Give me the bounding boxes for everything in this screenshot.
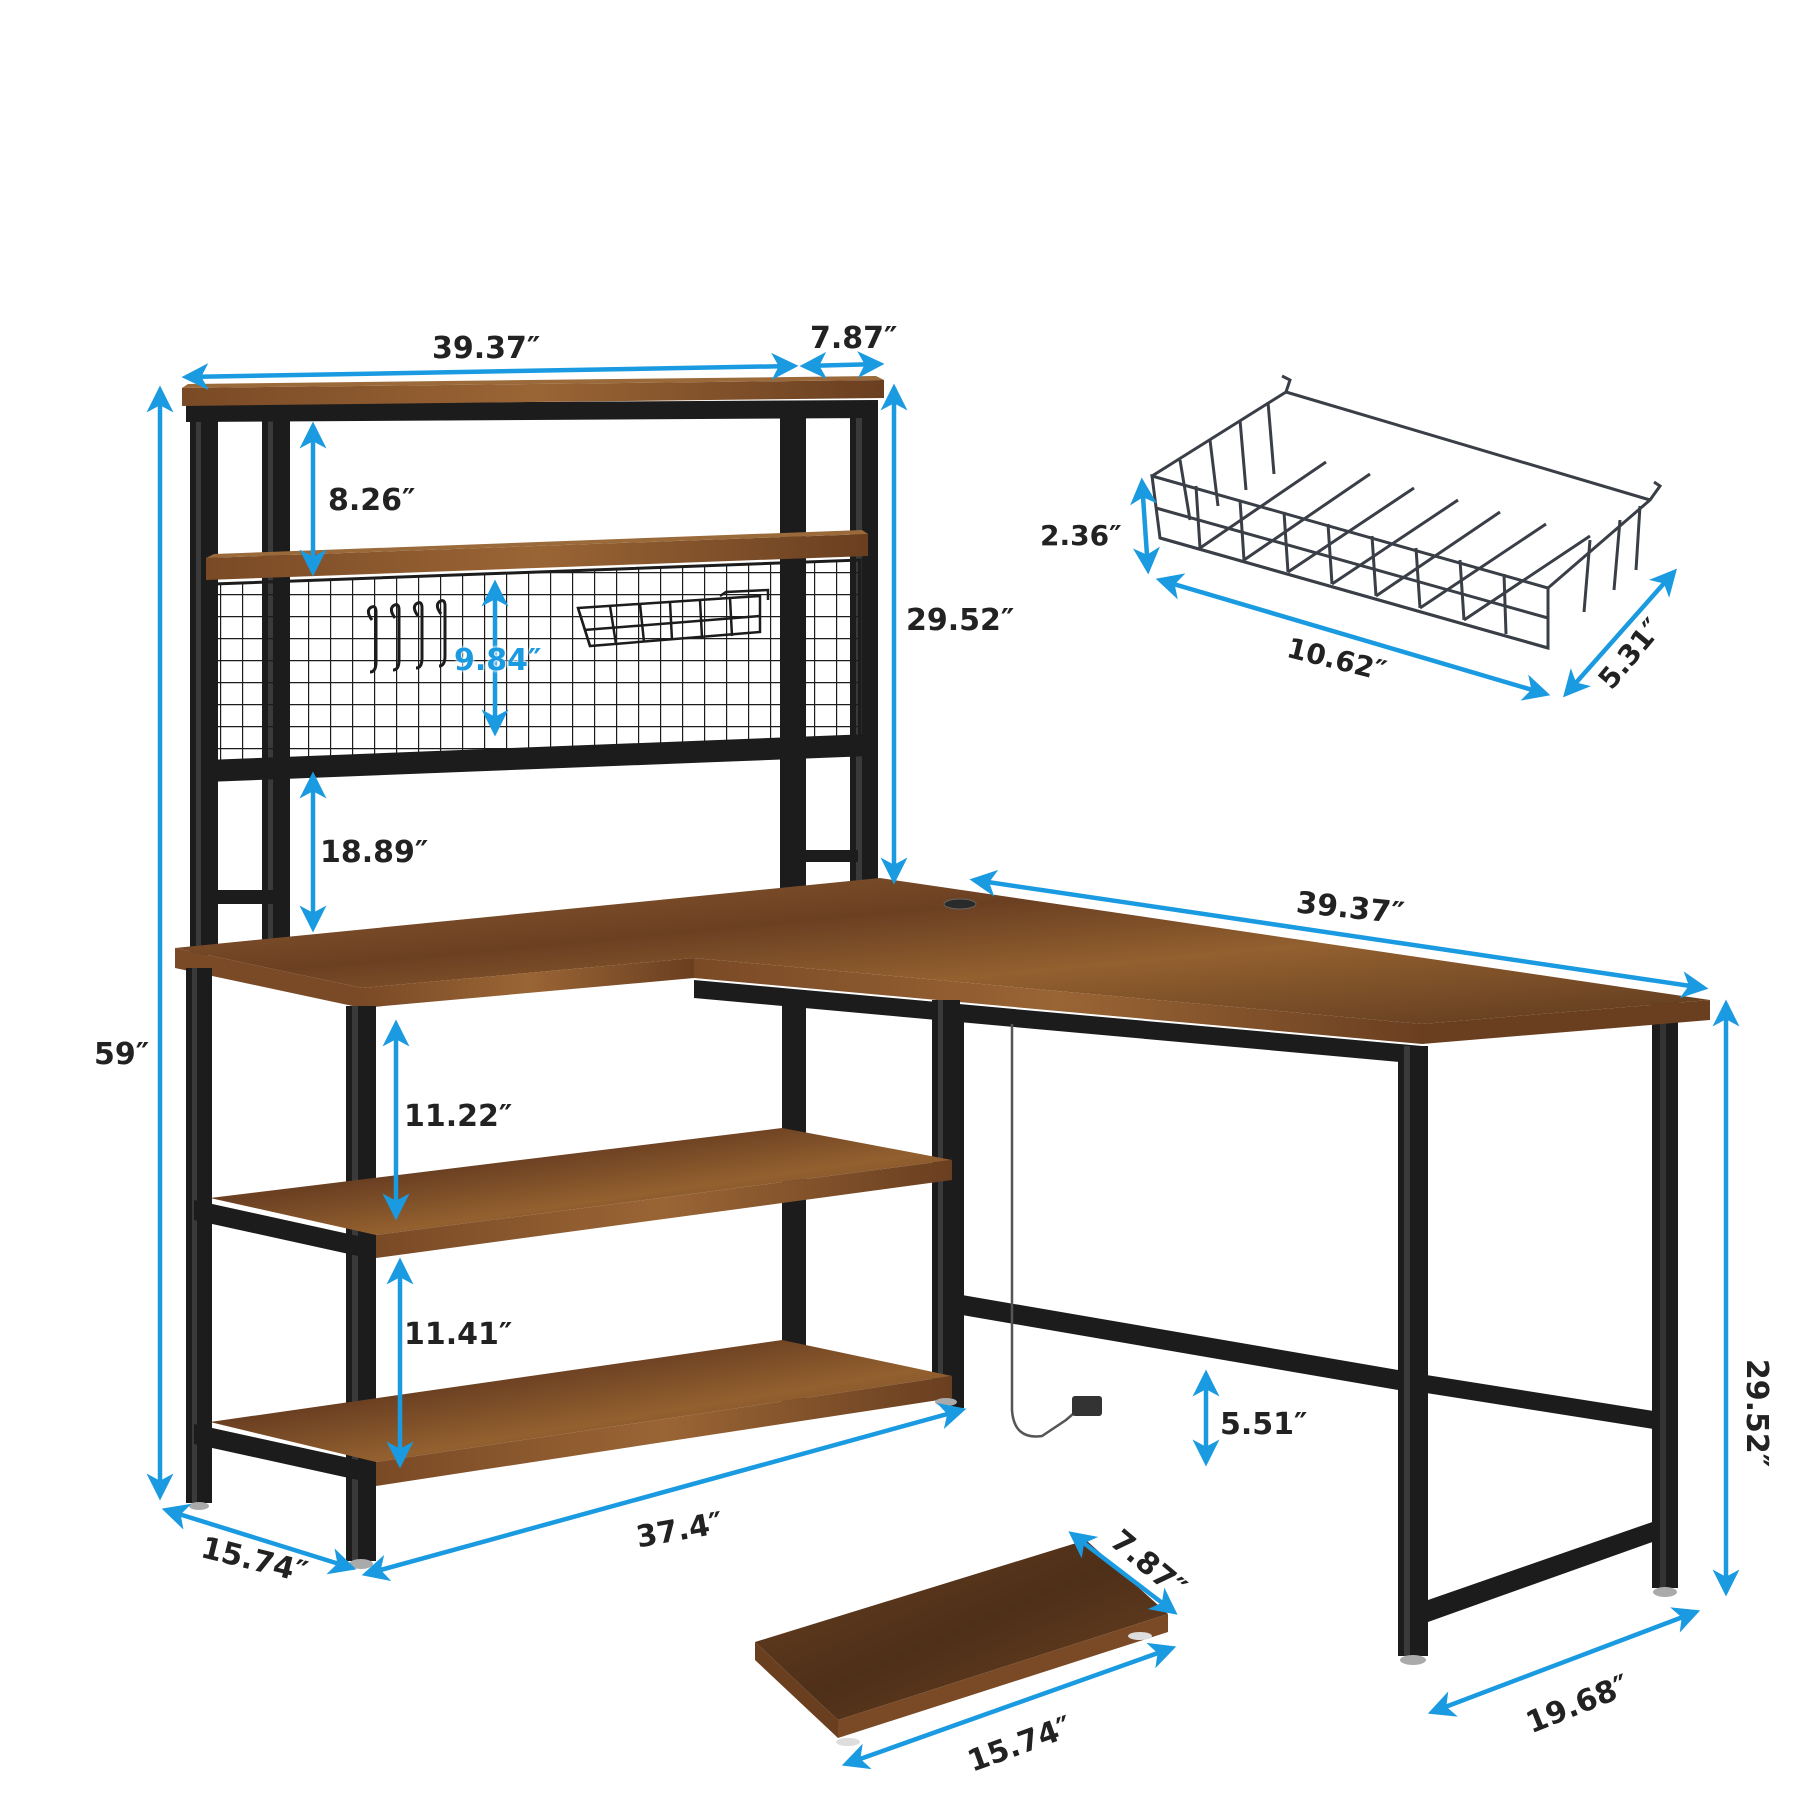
arrow-hutch-depth — [799, 351, 885, 379]
arrow-desk-depth — [1427, 1607, 1701, 1717]
desk-front-right-leg — [1398, 1046, 1658, 1665]
label-shelf-gap-lower: 11.41″ — [404, 1317, 513, 1352]
arrow-footrest-width — [1068, 1531, 1178, 1615]
footrest-board — [755, 1540, 1168, 1746]
label-hutch-lower-gap: 18.89″ — [320, 835, 429, 870]
storage-shelf-unit — [186, 968, 960, 1569]
desk-frame-rear — [942, 1000, 1678, 1597]
label-hutch-width: 39.37″ — [432, 331, 541, 366]
label-basket-height: 2.36″ — [1040, 519, 1122, 552]
arrow-basket-length — [1155, 573, 1551, 701]
label-shelf-gap-upper: 11.22″ — [404, 1099, 513, 1134]
arrow-shelf-unit-depth — [161, 1503, 357, 1575]
arrow-desk-extension-length — [969, 869, 1709, 999]
label-desk-height: 29.52″ — [1739, 1358, 1775, 1468]
label-grid-height: 9.84″ — [454, 643, 542, 678]
arrow-basket-depth — [1563, 568, 1677, 698]
arrow-footrest-length — [841, 1642, 1177, 1770]
label-total-height: 59″ — [94, 1037, 150, 1072]
label-top-shelf-gap: 8.26″ — [328, 483, 416, 518]
power-cord — [1010, 1024, 1102, 1438]
label-hutch-height: 29.52″ — [906, 603, 1015, 638]
arrow-hutch-width — [181, 352, 799, 391]
arrow-shelf-unit-length — [361, 1402, 967, 1582]
arrow-basket-height — [1130, 477, 1160, 575]
detached-wire-basket — [1150, 374, 1663, 650]
s-hooks — [366, 599, 447, 674]
label-crossbar-clearance: 5.51″ — [1220, 1407, 1308, 1442]
label-hutch-depth: 7.87″ — [810, 321, 898, 356]
grid-wire-basket — [576, 588, 770, 648]
dimension-arrows — [146, 351, 1740, 1770]
